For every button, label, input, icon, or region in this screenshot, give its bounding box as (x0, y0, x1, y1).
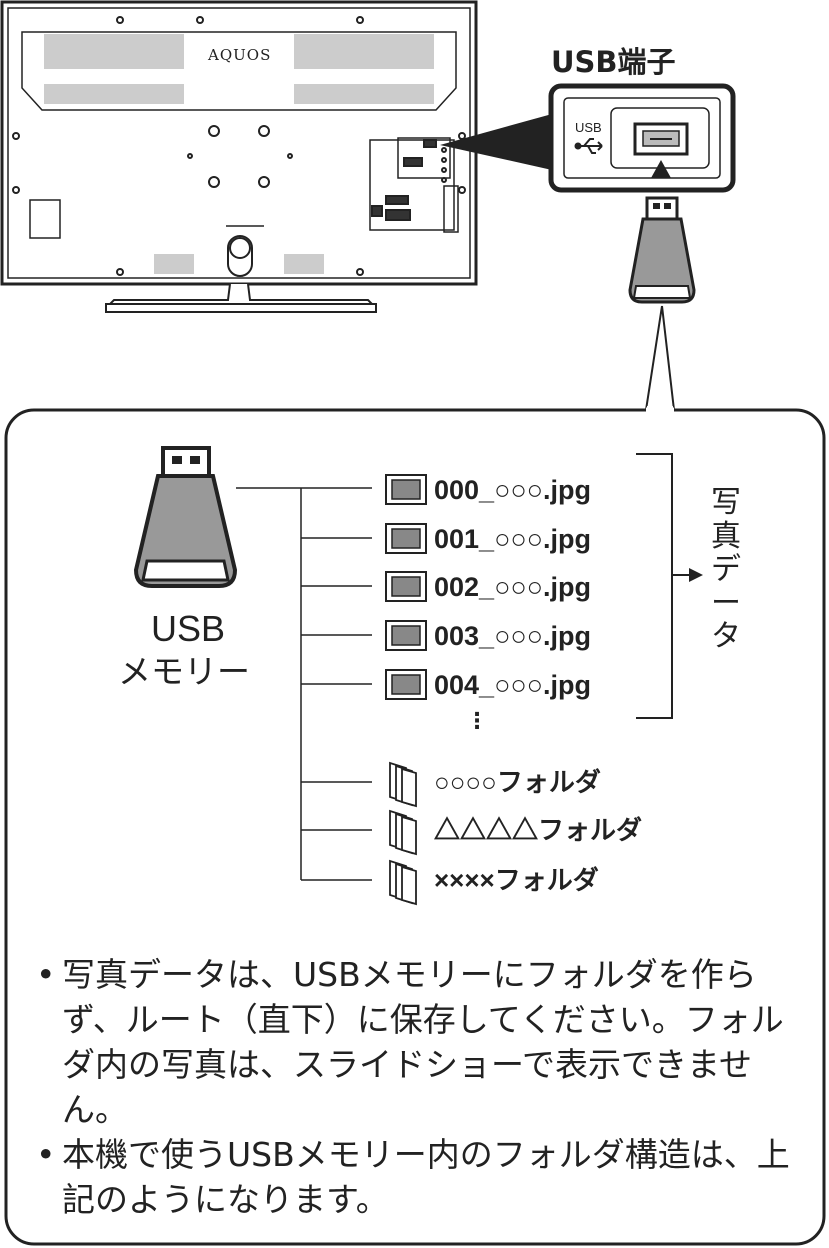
tv-brand-logo: AQUOS (208, 46, 272, 64)
note-item: • 写真データは、USBメモリーにフォルダを作らず、ルート（直下）に保存してくだ… (36, 952, 806, 1132)
folder-name: △△△△フォルダ (434, 815, 643, 845)
image-file-icons (385, 474, 427, 700)
file-name: 004_○○○.jpg (434, 670, 591, 700)
usb-memory-label: USB メモリー (118, 606, 258, 692)
bullet: • (36, 955, 56, 994)
photo-data-label: 写真データ (711, 485, 741, 655)
more-files-ellipsis: ⋮ (466, 709, 488, 734)
usb-memory-label-line2: メモリー (118, 653, 250, 690)
image-file-icon (385, 474, 427, 505)
folder-name: ○○○○フォルダ (434, 767, 601, 797)
file-name: 002_○○○.jpg (434, 572, 591, 602)
folder-icon (389, 859, 417, 906)
note-text: 写真データは、USBメモリーにフォルダを作らず、ルート（直下）に保存してください… (62, 955, 784, 1129)
note-item: • 本機で使うUSBメモリー内のフォルダ構造は、上記のようになります。 (36, 1132, 806, 1222)
notes: • 写真データは、USBメモリーにフォルダを作らず、ルート（直下）に保存してくだ… (36, 952, 806, 1222)
bracket-arrow (689, 568, 703, 582)
tree-lines (236, 453, 692, 881)
image-file-icon (385, 523, 427, 554)
usb-stick-top (628, 196, 696, 411)
usb-memory-label-line1: USB (150, 608, 226, 649)
file-name: 003_○○○.jpg (434, 621, 591, 651)
folder-icon (389, 809, 417, 856)
image-file-icon (385, 571, 427, 602)
folder-name: ××××フォルダ (434, 865, 599, 895)
callout-wedge (440, 114, 552, 170)
image-file-icon (385, 620, 427, 651)
usb-port-zoom (548, 83, 736, 193)
file-name: 001_○○○.jpg (434, 524, 591, 554)
folder-icon (389, 761, 417, 808)
folder-icons (389, 761, 417, 906)
usb-port-text: USB (575, 120, 602, 135)
bullet: • (36, 1135, 56, 1174)
usb-symbol-icon (574, 138, 603, 154)
image-file-icon (385, 669, 427, 700)
tv-back (0, 0, 478, 313)
note-text: 本機で使うUSBメモリー内のフォルダ構造は、上記のようになります。 (62, 1135, 790, 1219)
usb-port-label: USB端子 (551, 45, 676, 79)
usb-memory-icon (133, 446, 238, 588)
file-name: 000_○○○.jpg (434, 475, 591, 505)
